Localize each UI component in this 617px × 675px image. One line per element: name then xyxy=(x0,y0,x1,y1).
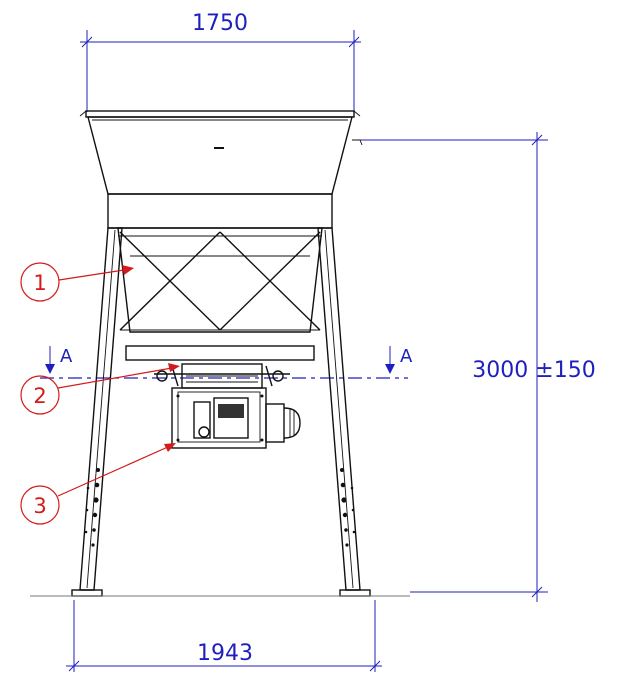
height-label: 3000 ±150 xyxy=(472,358,595,383)
dimension-top-width: 1750 xyxy=(80,11,361,112)
section-line: A A xyxy=(40,346,413,379)
balloon-2-label: 2 xyxy=(33,384,46,408)
balloon-2: 2 xyxy=(20,363,180,415)
section-label-right: A xyxy=(400,346,413,367)
bottom-width-label: 1943 xyxy=(197,641,253,666)
control-unit xyxy=(171,387,301,449)
balloon-3: 3 xyxy=(20,443,176,525)
hopper xyxy=(79,110,363,361)
top-width-label: 1750 xyxy=(192,11,248,36)
balloon-1: 1 xyxy=(20,262,134,302)
dimension-height: 3000 ±150 xyxy=(360,132,596,602)
balloon-1-label: 1 xyxy=(33,271,46,295)
balloon-3-label: 3 xyxy=(33,494,46,518)
section-label-left: A xyxy=(60,346,73,367)
support-legs xyxy=(30,227,410,597)
dimension-bottom-width: 1943 xyxy=(66,600,382,672)
